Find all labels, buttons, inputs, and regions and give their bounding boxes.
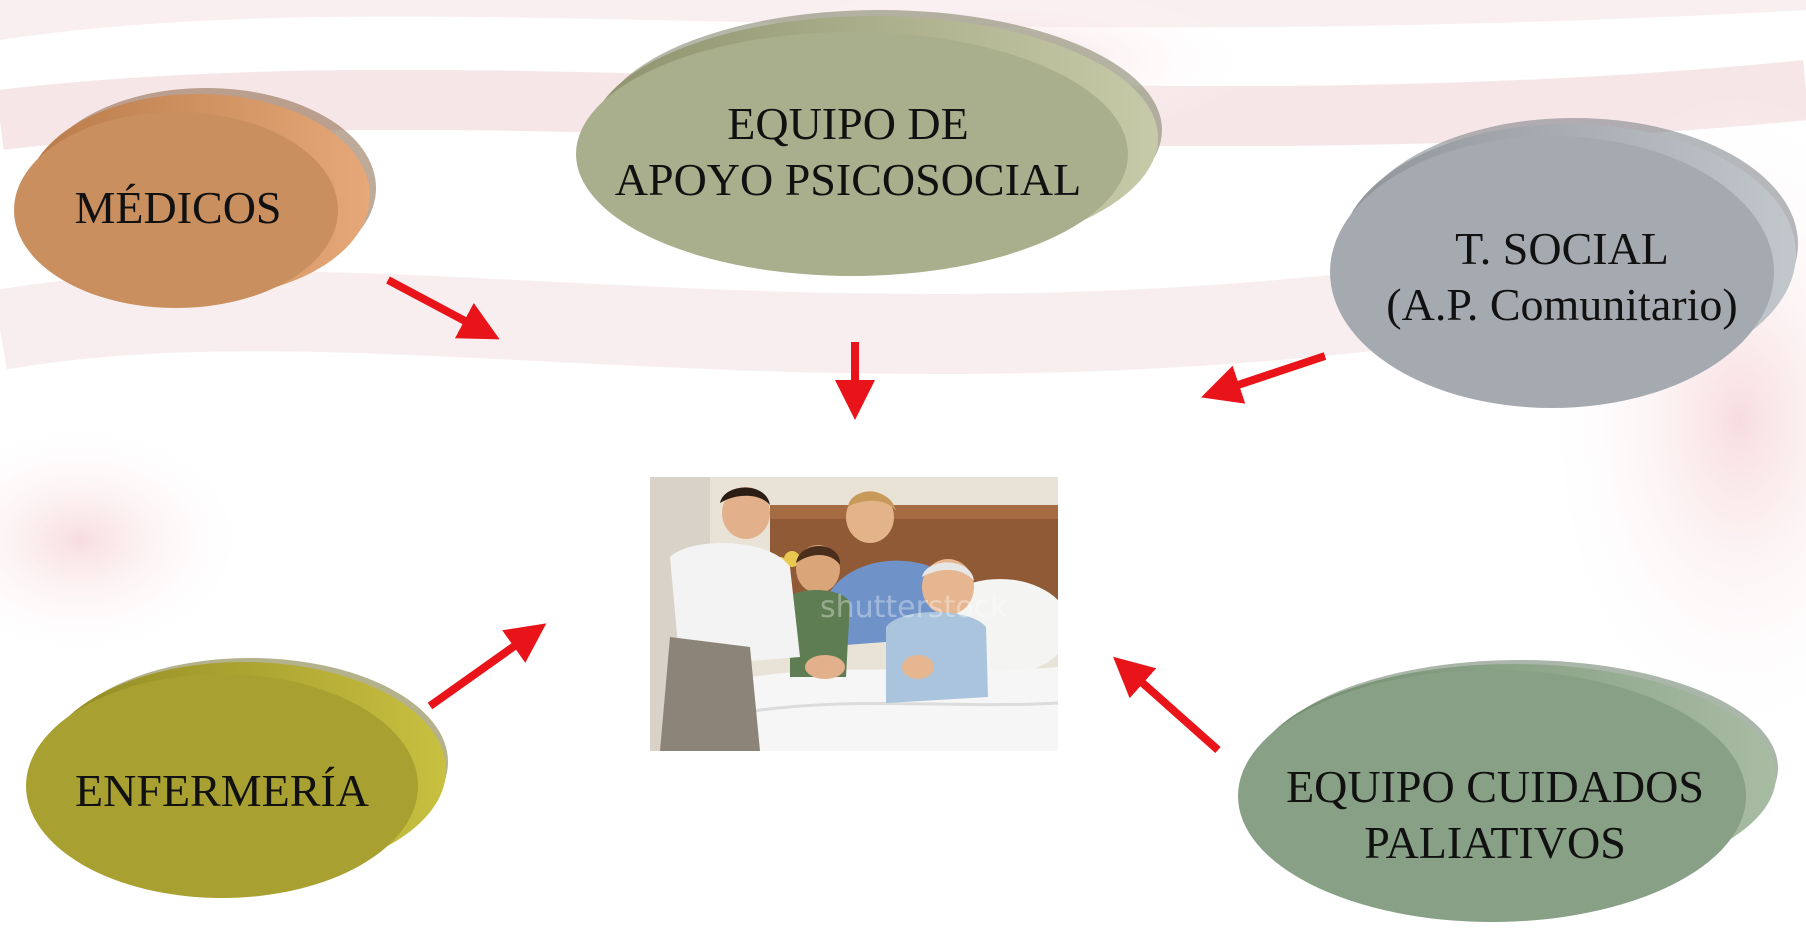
node-cuidados-paliativos-label: EQUIPO CUIDADOS PALIATIVOS — [1230, 750, 1760, 880]
node-apoyo-psicosocial-line-2: APOYO PSICOSOCIAL — [614, 154, 1082, 205]
node-medicos-label: MÉDICOS — [8, 118, 348, 298]
node-medicos: MÉDICOS — [8, 88, 378, 318]
node-medicos-line-1: MÉDICOS — [74, 182, 282, 233]
node-cuidados-paliativos-line-1: EQUIPO CUIDADOS — [1286, 761, 1704, 812]
node-trabajo-social: T. SOCIAL (A.P. Comunitario) — [1322, 112, 1802, 418]
node-trabajo-social-line-1: T. SOCIAL — [1455, 223, 1669, 274]
node-apoyo-psicosocial-label: EQUIPO DE APOYO PSICOSOCIAL — [568, 68, 1128, 236]
node-enfermeria-line-1: ENFERMERÍA — [75, 765, 369, 816]
node-apoyo-psicosocial-line-1: EQUIPO DE — [727, 98, 969, 149]
node-cuidados-paliativos: EQUIPO CUIDADOS PALIATIVOS — [1230, 656, 1786, 928]
node-trabajo-social-label: T. SOCIAL (A.P. Comunitario) — [1322, 212, 1802, 342]
node-enfermeria: ENFERMERÍA — [22, 656, 454, 906]
center-care-photo: shutterstock — [650, 477, 1058, 751]
node-cuidados-paliativos-line-2: PALIATIVOS — [1364, 817, 1626, 868]
node-enfermeria-label: ENFERMERÍA — [22, 726, 422, 856]
svg-text:shutterstock: shutterstock — [820, 590, 1008, 625]
arrow-social-to-center — [1201, 352, 1327, 404]
arrow-paliativos-to-center — [1113, 656, 1221, 753]
node-apoyo-psicosocial: EQUIPO DE APOYO PSICOSOCIAL — [568, 8, 1164, 286]
arrow-enfermeria-to-center — [427, 623, 547, 710]
arrow-medicos-to-center — [386, 276, 500, 340]
node-trabajo-social-line-2: (A.P. Comunitario) — [1386, 279, 1738, 330]
